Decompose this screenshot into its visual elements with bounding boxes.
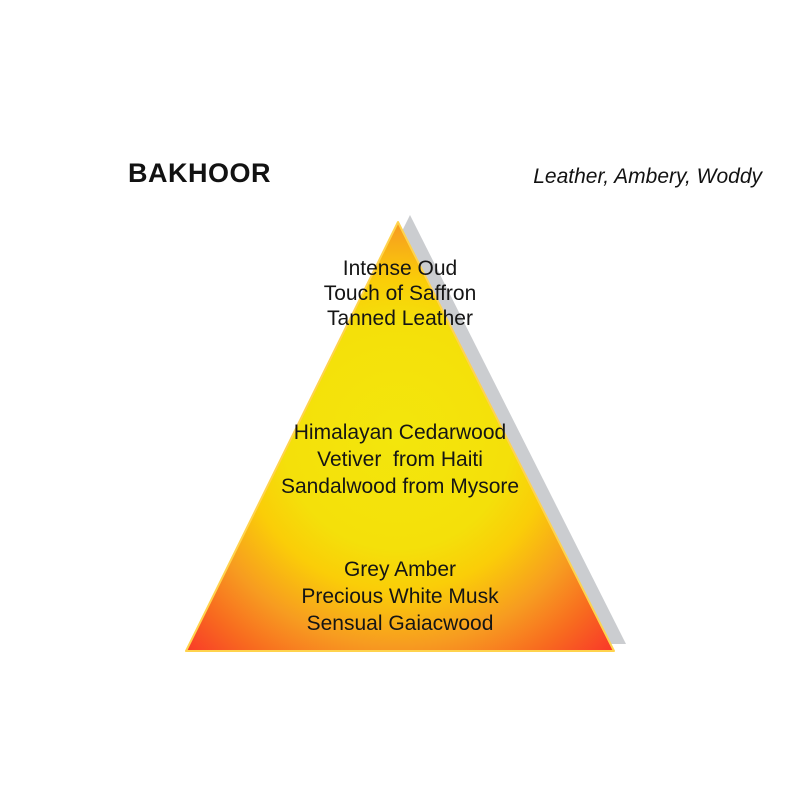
note-line: Precious White Musk bbox=[301, 585, 499, 608]
note-line: Sensual Gaiacwood bbox=[306, 612, 494, 635]
heart-notes: Himalayan Cedarwood Vetiver from Haiti S… bbox=[0, 419, 800, 500]
scent-family-label: Leather, Ambery, Woddy bbox=[533, 165, 762, 188]
note-line: Grey Amber bbox=[343, 558, 457, 581]
pyramid-triangle bbox=[185, 221, 615, 652]
top-notes: Intense Oud Touch of Saffron Tanned Leat… bbox=[0, 256, 800, 331]
product-title: BAKHOOR bbox=[128, 158, 271, 188]
note-line: Sandalwood from Mysore bbox=[280, 475, 520, 498]
base-notes: Grey Amber Precious White Musk Sensual G… bbox=[0, 556, 800, 637]
note-line: Intense Oud bbox=[342, 257, 458, 280]
note-line: Himalayan Cedarwood bbox=[293, 421, 507, 444]
note-line: Touch of Saffron bbox=[323, 282, 477, 305]
note-line: Vetiver from Haiti bbox=[317, 448, 483, 471]
note-line: Tanned Leather bbox=[327, 307, 473, 330]
